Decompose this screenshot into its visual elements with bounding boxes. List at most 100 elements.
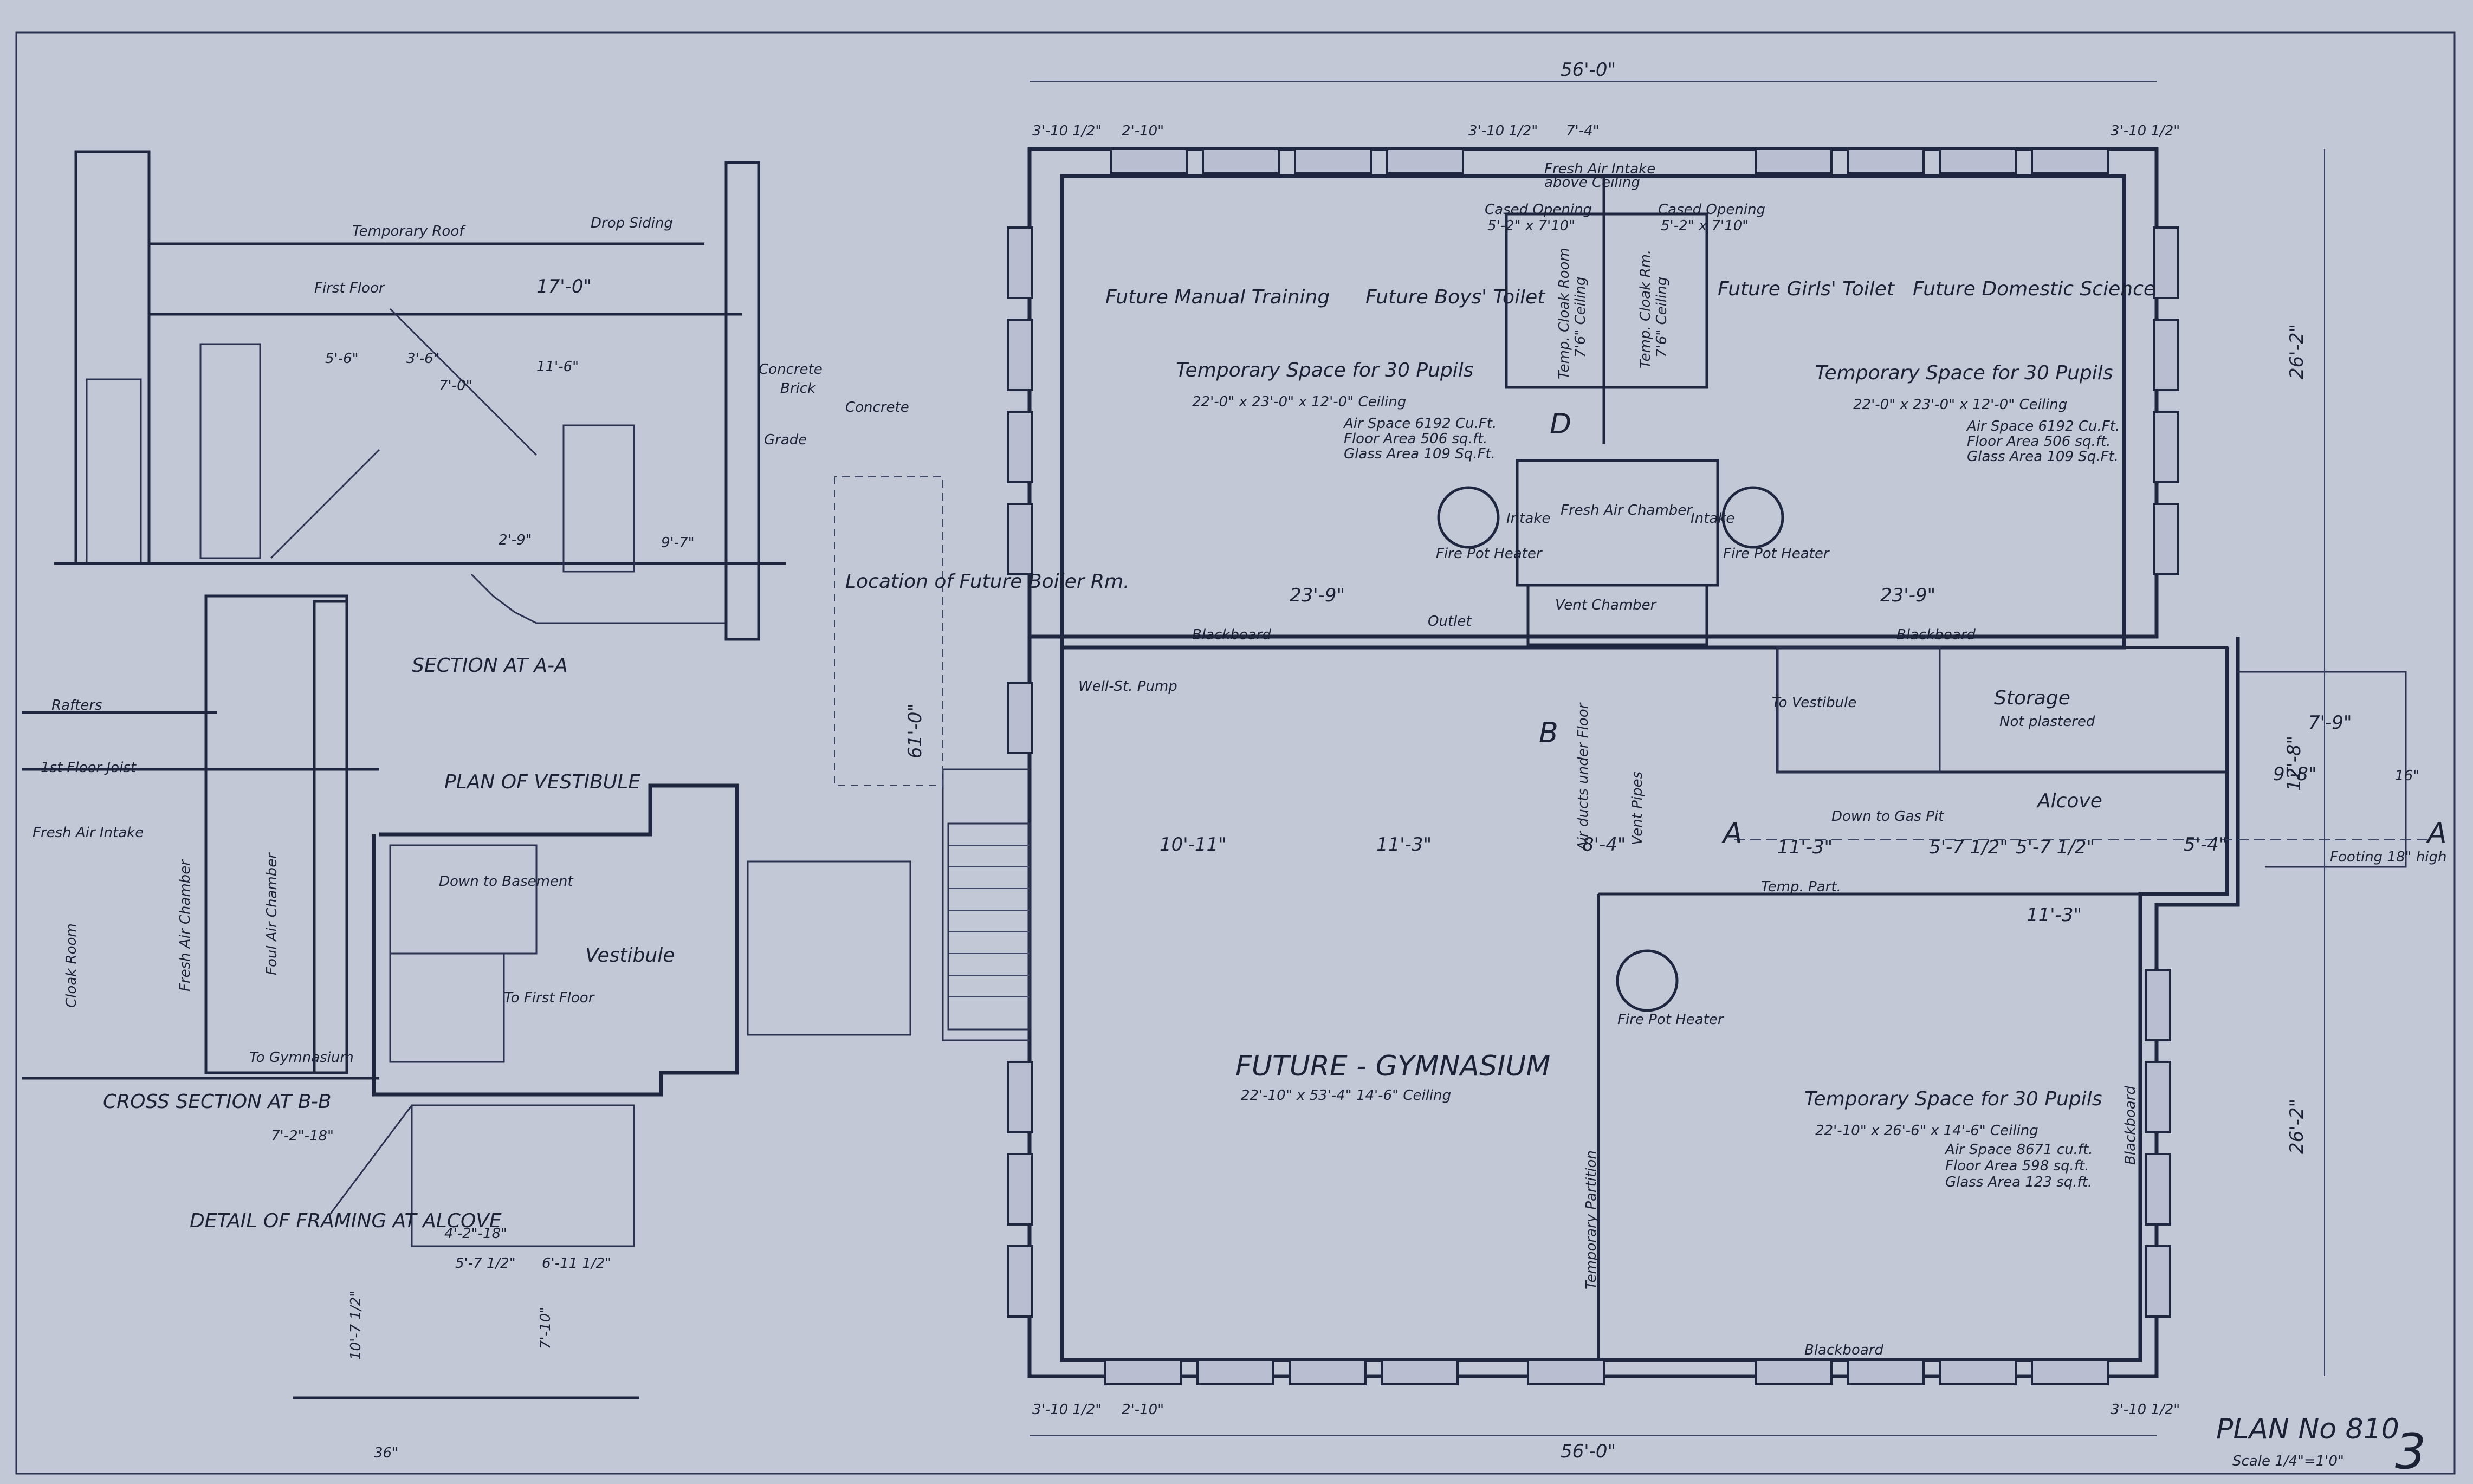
label-concrete-2: Concrete	[845, 399, 909, 416]
label-fresh-air-intake: Fresh Air Intake	[1544, 161, 1655, 177]
vestibule-title: PLAN OF VESTIBULE	[444, 771, 640, 793]
vestibule-plan-detail: PLAN OF VESTIBULE Vestibule Down to Base…	[249, 771, 911, 1097]
dim-7-9: 7'-9"	[2308, 712, 2352, 734]
entry-stairs	[947, 822, 1031, 1031]
label-to-gymnasium: To Gymnasium	[249, 1049, 354, 1066]
framing-dim-6-11: 6'-11 1/2"	[542, 1255, 611, 1272]
label-vent-chamber: Vent Chamber	[1555, 597, 1658, 613]
label-floor-area-left: Floor Area 506 sq.ft.	[1344, 431, 1487, 447]
dim-11-3-a: 11'-3"	[1376, 834, 1432, 856]
label-fresh-air-intake-detail: Fresh Air Intake	[33, 825, 144, 841]
outer-wall-upper	[1027, 147, 2159, 639]
dim-11-3-b: 11'-3"	[1777, 837, 1833, 858]
dim-top-mid-3-10: 3'-10 1/2"	[1468, 123, 1538, 139]
label-temp-cloak-left: Temp. Cloak Room	[1556, 248, 1572, 379]
label-above-ceiling: above Ceiling	[1544, 174, 1640, 191]
dim-23-9-left: 23'-9"	[1290, 585, 1345, 606]
label-grade: Grade	[764, 432, 807, 448]
section-mark-a-right: A	[2426, 817, 2447, 850]
label-gymnasium-size: 22'-10" x 53'-4" 14'-6" Ceiling	[1241, 1087, 1451, 1104]
framing-dim-7-2: 7'-2"-18"	[271, 1128, 334, 1144]
label-foul-air-chamber: Foul Air Chamber	[264, 852, 280, 975]
right-projection	[2238, 671, 2407, 868]
framing-dim-7-10: 7'-10"	[538, 1307, 554, 1349]
heater-left-symbol	[1437, 486, 1500, 549]
label-blackboard-right: Blackboard	[1896, 627, 1976, 643]
label-air-space-lower: Air Space 8671 cu.ft.	[1944, 1142, 2093, 1158]
label-down-to-basement: Down to Basement	[439, 873, 573, 890]
label-air-ducts: Air ducts under Floor	[1575, 702, 1591, 852]
framing-stair	[329, 1105, 413, 1214]
framing-dim-10-7: 10'-7 1/2"	[348, 1291, 364, 1360]
label-glass-area-right: Glass Area 109 Sq.Ft.	[1967, 449, 2119, 465]
cross-section-title: CROSS SECTION AT B-B	[103, 1091, 332, 1113]
framing-detail: DETAIL OF FRAMING AT ALCOVE 7'-2"-18" 4'…	[190, 1104, 639, 1461]
framing-dim-4-2: 4'-2"-18"	[444, 1226, 507, 1242]
sec-dim-5-6: 5'-6"	[325, 351, 359, 367]
label-heater-left: Fire Pot Heater	[1436, 546, 1543, 562]
bottom-windows	[1104, 1359, 2109, 1385]
label-down-to-gas-pit: Down to Gas Pit	[1831, 808, 1944, 825]
dim-5-7: 5'-7 1/2"	[1929, 837, 2008, 858]
dim-5-4: 5'-4"	[2184, 834, 2228, 856]
sec-dim-11-6: 11'-6"	[536, 359, 579, 375]
label-manual-training: Future Manual Training	[1105, 286, 1330, 308]
label-cloak-room: Cloak Room	[63, 923, 80, 1008]
dim-8-4: 8'-4"	[1582, 834, 1626, 856]
section-stair-2	[270, 449, 380, 559]
stair-right	[1776, 646, 1941, 773]
label-vestibule: Vestibule	[585, 944, 675, 967]
label-outlet: Outlet	[1428, 613, 1472, 630]
vestibule-walls	[372, 783, 739, 1097]
label-vent-pipes: Vent Pipes	[1629, 772, 1646, 845]
dim-12-8: 12'-8"	[2283, 736, 2305, 791]
sec-dim-9-7: 9'-7"	[661, 535, 695, 551]
inner-wall-lower	[1060, 647, 2229, 1362]
label-fresh-air-chamber: Fresh Air Chamber	[1561, 502, 1693, 519]
label-boys-toilet: Future Boys' Toilet	[1365, 286, 1546, 308]
label-storage: Storage	[1994, 687, 2070, 709]
label-well-pump: Well-St. Pump	[1078, 678, 1177, 695]
framing-dim-36: 36"	[374, 1445, 398, 1461]
label-glass-area-left: Glass Area 109 Sq.Ft.	[1344, 446, 1496, 462]
cross-section-b-b: CROSS SECTION AT B-B Rafters 1st Floor J…	[22, 594, 379, 1113]
dim-top-7-4: 7'-4"	[1566, 123, 1600, 139]
label-temp-space-left: Temporary Space for 30 Pupils	[1176, 359, 1474, 381]
label-intake-right: Intake	[1691, 510, 1734, 527]
sec-dim-17-0: 17'-0"	[536, 276, 592, 297]
left-windows	[1007, 226, 1033, 1318]
top-windows	[1110, 148, 2109, 174]
sec-dim-2-9: 2'-9"	[499, 532, 532, 548]
label-heater-lower: Fire Pot Heater	[1617, 1012, 1725, 1028]
label-cased-opening-right-size: 5'-2" x 7'10"	[1661, 218, 1749, 234]
plan-scale: Scale 1/4"=1'0"	[2232, 1453, 2344, 1469]
section-door-2	[562, 424, 635, 573]
cross-section-shaft	[313, 600, 348, 1074]
framing-title: DETAIL OF FRAMING AT ALCOVE	[190, 1210, 502, 1232]
label-blackboard-bottom: Blackboard	[1804, 1342, 1883, 1358]
cloak-right	[1602, 212, 1708, 389]
label-temp-cloak-right-ceiling: 7'6" Ceiling	[1654, 277, 1670, 358]
section-wall-right	[724, 161, 760, 641]
dim-bottom-right-3-10: 3'-10 1/2"	[2111, 1402, 2180, 1418]
label-temp-space-left-size: 22'-0" x 23'-0" x 12'-0" Ceiling	[1192, 394, 1406, 410]
label-blackboard-left: Blackboard	[1192, 627, 1271, 643]
label-glass-area-lower: Glass Area 123 sq.ft.	[1945, 1174, 2092, 1190]
label-cased-opening-left: Cased Opening	[1485, 202, 1592, 218]
dim-10-11: 10'-11"	[1160, 834, 1227, 856]
label-footing: Footing 18" high	[2330, 849, 2446, 865]
vestibule-entry-stair	[747, 860, 911, 1036]
label-drop-siding: Drop Siding	[591, 215, 673, 231]
right-windows	[2145, 226, 2179, 1318]
label-rafters: Rafters	[51, 697, 102, 714]
label-cased-opening-left-size: 5'-2" x 7'10"	[1487, 218, 1575, 234]
dim-top-left-3-10: 3'-10 1/2"	[1032, 123, 1102, 139]
label-concrete-1: Concrete	[759, 361, 823, 378]
label-to-vestibule: To Vestibule	[1772, 695, 1856, 711]
dim-bottom-left-3-10: 3'-10 1/2"	[1032, 1402, 1102, 1418]
label-air-space-right: Air Space 6192 Cu.Ft.	[1966, 418, 2120, 435]
plan-labels: 56'-0" 56'-0" 26'-2" 26'-2" 3'-10 1/2" 3…	[845, 59, 2447, 1462]
label-heater-right: Fire Pot Heater	[1723, 546, 1830, 562]
label-storage-note: Not plastered	[1999, 714, 2095, 730]
